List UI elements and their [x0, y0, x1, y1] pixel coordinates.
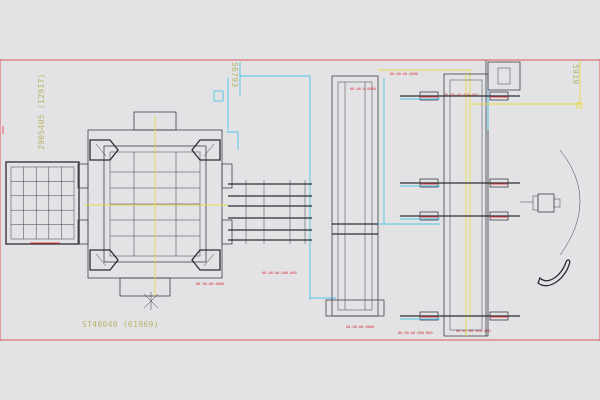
- control-console: [520, 193, 561, 213]
- svg-text:00-00-00-0000: 00-00-00-0000: [390, 72, 418, 76]
- svg-text:00-00-00-000-000: 00-00-00-000-000: [456, 329, 491, 333]
- svg-text:00-00-00-000-000: 00-00-00-000-000: [444, 93, 479, 97]
- svg-text:00-00-00-000-000: 00-00-00-000-000: [398, 331, 433, 335]
- right-station: [443, 60, 521, 337]
- drawing-frame: [0, 59, 600, 341]
- svg-text:00-00-00-0000: 00-00-00-0000: [346, 325, 374, 329]
- station-clamp-rails: [400, 91, 520, 321]
- dimension-right: 5919: [571, 64, 580, 84]
- dimension-left-vertical: 2905405 (12917): [37, 73, 46, 150]
- callout-labels: 00-00-00-0000 00-00-0-0000 00-00-00-0000…: [196, 72, 491, 335]
- svg-text:00-00-00-000-000: 00-00-00-000-000: [262, 271, 297, 275]
- cable-loop: [537, 259, 571, 287]
- transfer-rails: [228, 183, 312, 241]
- svg-text:00-00-00-0000: 00-00-00-0000: [196, 282, 224, 286]
- dimension-top-center: 56793: [230, 62, 239, 88]
- operator-arc: [559, 149, 581, 256]
- left-pallet-grid: [5, 161, 80, 245]
- dimension-bottom: ST40040 (61969): [82, 320, 159, 329]
- vertical-conveyor: [325, 75, 385, 317]
- svg-text:00-00-0-0000: 00-00-0-0000: [350, 87, 376, 91]
